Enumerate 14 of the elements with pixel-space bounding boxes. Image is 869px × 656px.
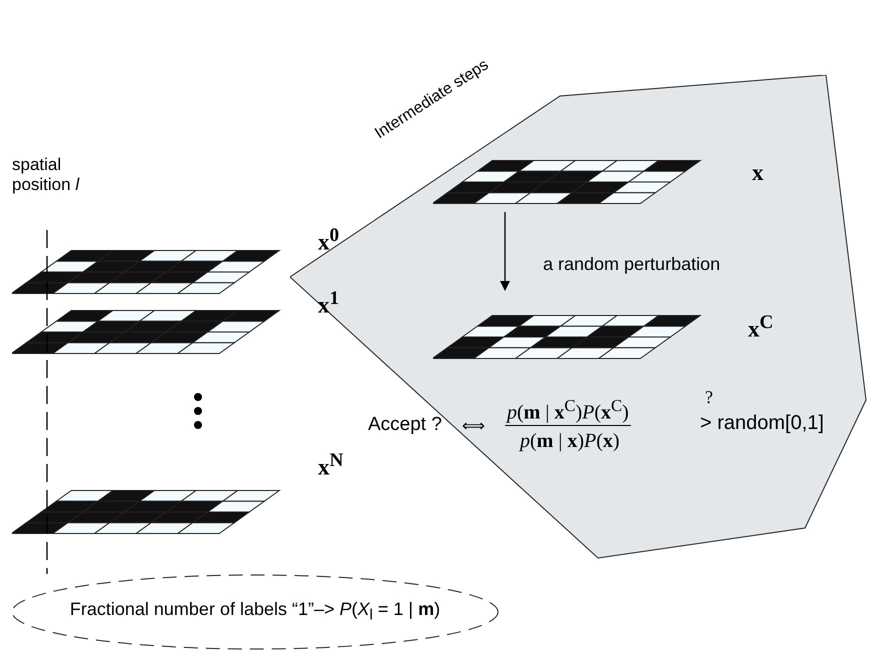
formula-numerator: p(m | x$^{C}$)P(x$^{C}$) xyxy=(505,396,631,426)
ellipse-text: Fractional number of labels “1”–> P(X$_{l}$ = 1 | m) xyxy=(68,599,442,624)
equivalence-symbol: ⟺ xyxy=(462,417,485,436)
edge-label: a random perturbation xyxy=(543,254,720,275)
grid-label: x$^{0}$ xyxy=(318,225,340,256)
question-text: Accept ? xyxy=(368,414,442,436)
grid-label: x$^{N}$ xyxy=(318,450,344,481)
arrow xyxy=(500,212,510,291)
comparison-text: > random[0,1] xyxy=(700,412,824,435)
position-label: spatial position l xyxy=(12,155,80,195)
question-mark: ? xyxy=(705,387,713,408)
grid-label: x xyxy=(752,160,764,186)
grid-label: x$^{C}$ xyxy=(748,312,774,343)
formula-denominator: p(m | x)P(x) xyxy=(520,430,620,453)
